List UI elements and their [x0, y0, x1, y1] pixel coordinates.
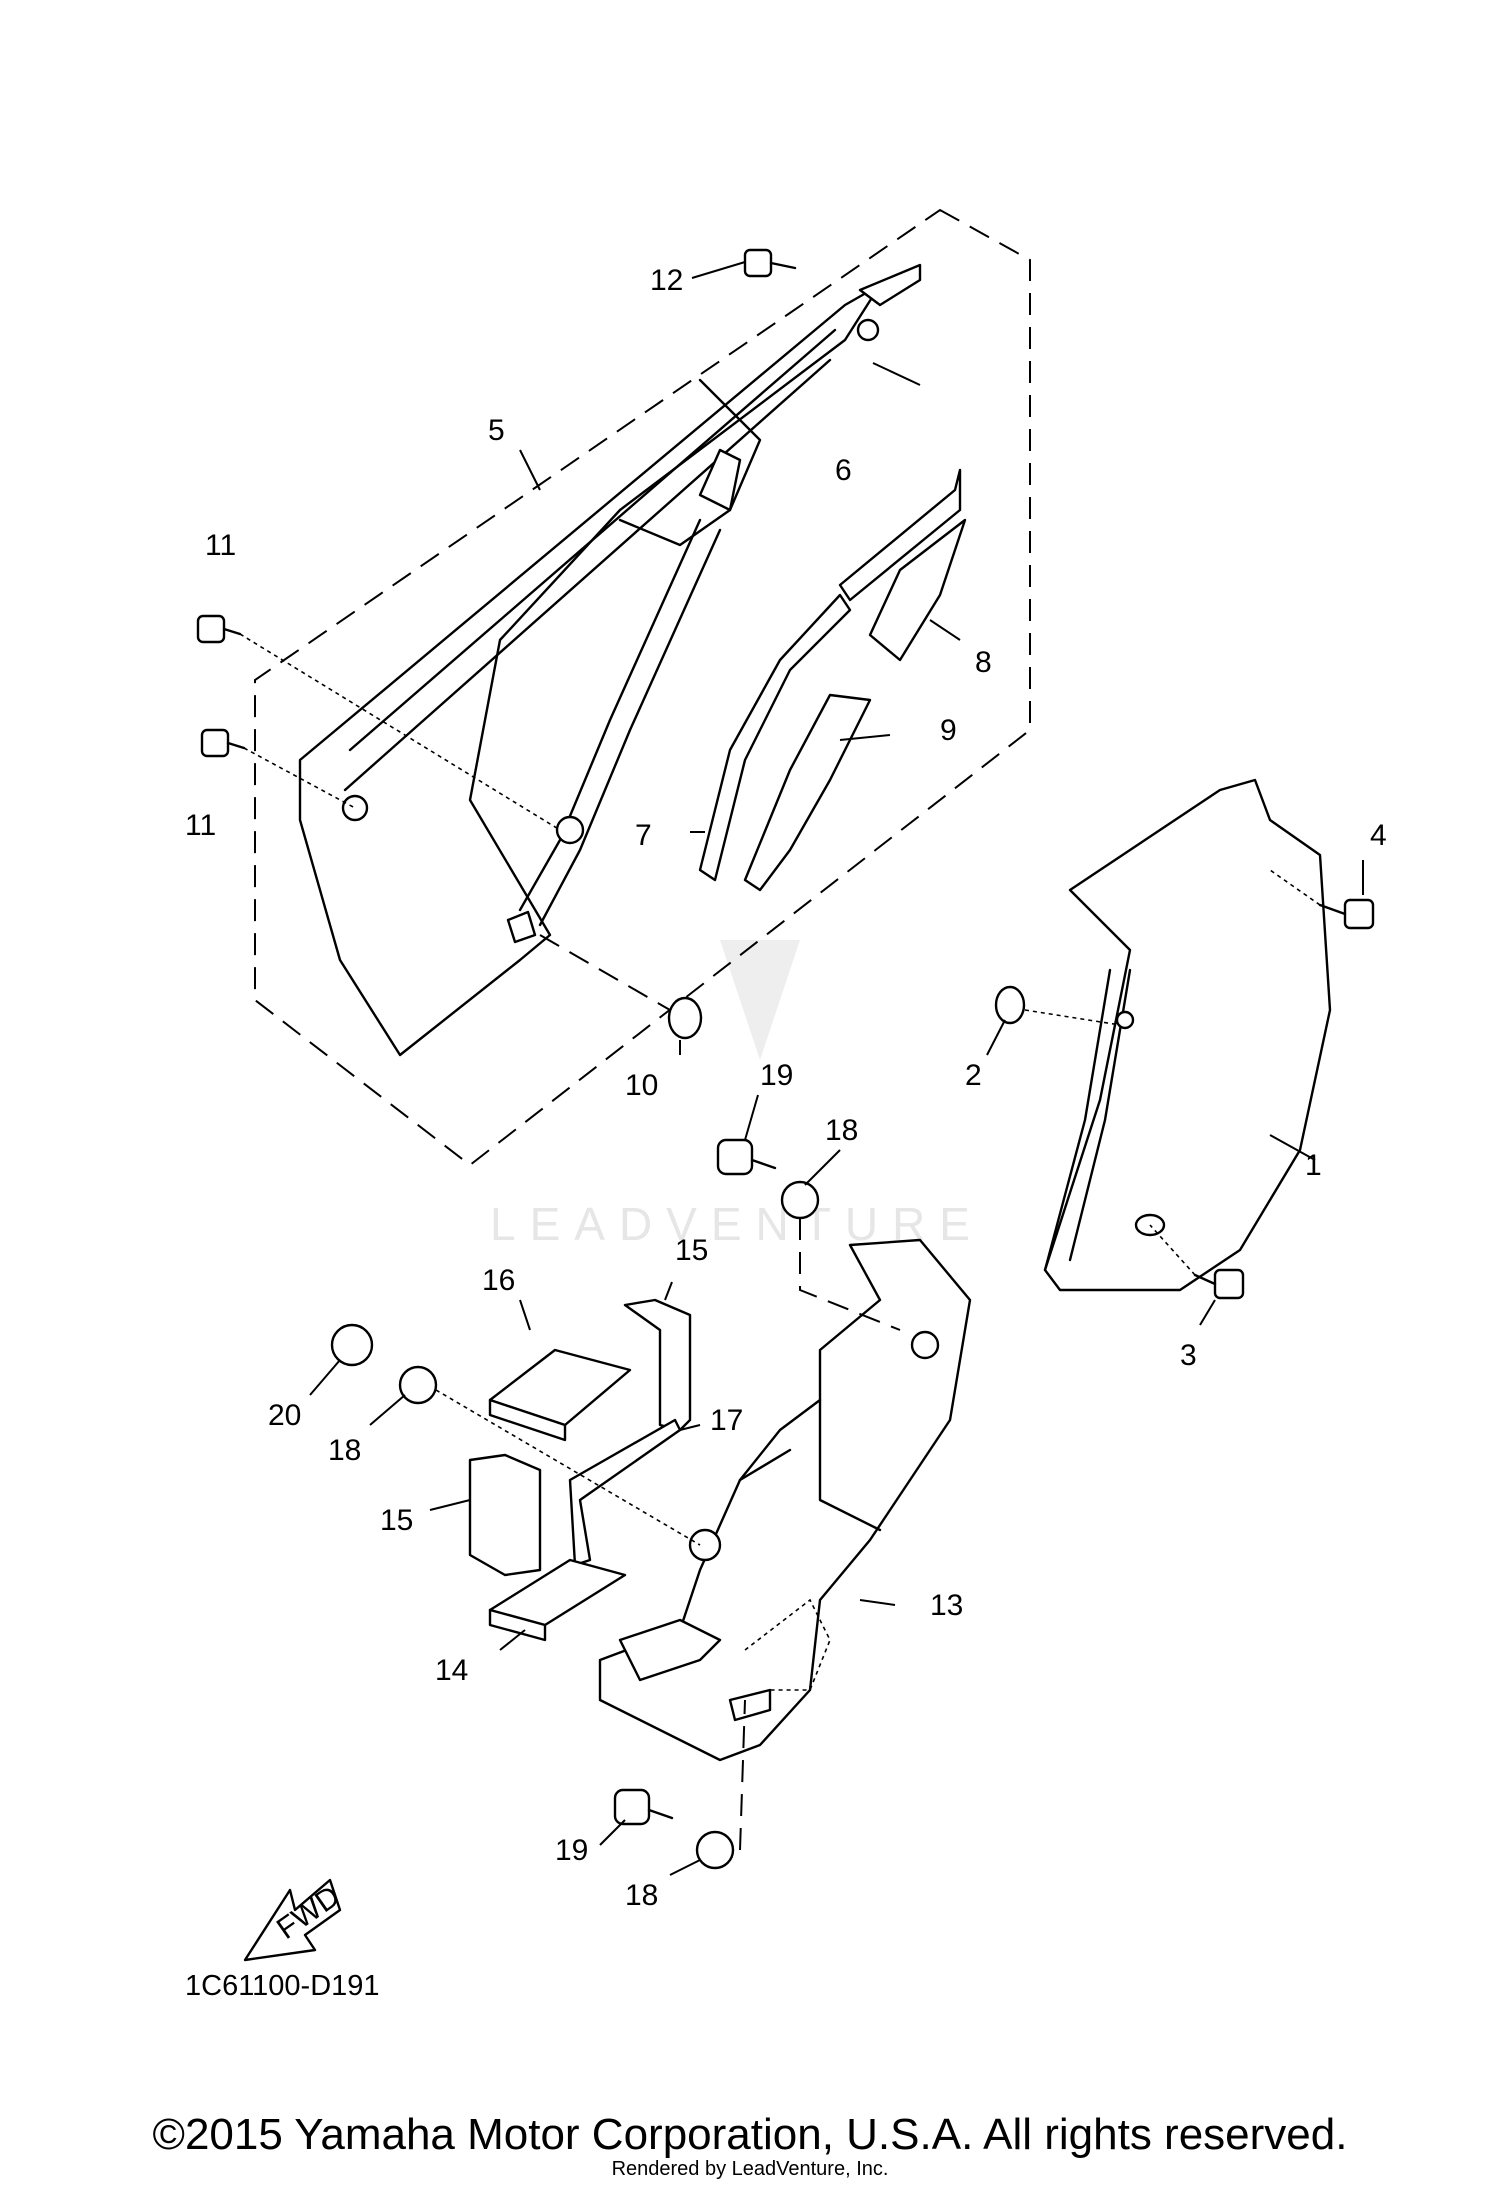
leadventure-watermark: LEADVENTURE [490, 940, 970, 1250]
callout-9: 9 [940, 714, 957, 747]
callout-4: 4 [1370, 819, 1387, 852]
callout-15-lower: 15 [380, 1504, 413, 1537]
callout-2: 2 [965, 1059, 982, 1092]
pad-14 [488, 1558, 627, 1642]
grommet-18-upper [780, 1180, 820, 1220]
emblem-8 [868, 518, 967, 662]
callout-11-lower: 11 [185, 809, 216, 842]
callout-10: 10 [625, 1069, 658, 1102]
callout-15-upper: 15 [675, 1234, 708, 1267]
callout-12: 12 [650, 264, 683, 297]
nut-20 [330, 1323, 374, 1367]
assembly-lines [239, 633, 1321, 1851]
callout-20: 20 [268, 1399, 301, 1432]
bolt-11-lower [200, 728, 246, 758]
grommet-18-lower [695, 1830, 735, 1870]
callout-18-upper: 18 [825, 1114, 858, 1147]
callout-17: 17 [710, 1404, 743, 1437]
battery-box [598, 1238, 972, 1762]
callout-1: 1 [1305, 1149, 1322, 1182]
callout-5: 5 [488, 414, 505, 447]
bolt-3 [1193, 1268, 1245, 1300]
callout-13: 13 [930, 1589, 963, 1622]
collar-10 [667, 996, 703, 1040]
fwd-arrow-icon: FWD [243, 1878, 346, 1962]
fwd-label: FWD [271, 1880, 346, 1946]
callout-19-upper: 19 [760, 1059, 793, 1092]
side-cover-upper [298, 263, 922, 1057]
side-cover-right [1043, 778, 1332, 1292]
callout-19-lower: 19 [555, 1834, 588, 1867]
bolt-19-lower [613, 1788, 674, 1826]
leader-lines [309, 261, 1364, 1876]
callout-18-lower: 18 [625, 1879, 658, 1912]
assembly-outline [254, 208, 1031, 1167]
pad-17 [568, 1418, 682, 1567]
copyright-notice: ©2015 Yamaha Motor Corporation, U.S.A. A… [152, 2110, 1348, 2159]
callouts: 1 2 3 4 5 6 7 8 9 10 11 11 12 13 14 15 1… [185, 264, 1387, 1912]
bolt-19-upper [716, 1138, 777, 1176]
callout-18-left: 18 [328, 1434, 361, 1467]
trim-6 [838, 468, 962, 602]
bolt-12 [743, 248, 797, 278]
callout-6: 6 [835, 454, 852, 487]
bolt-4 [1318, 898, 1375, 930]
collar-2 [994, 985, 1026, 1025]
callout-11-upper: 11 [205, 529, 236, 562]
callout-3: 3 [1180, 1339, 1197, 1372]
bolt-11-upper [196, 614, 242, 644]
pad-15-lower [468, 1453, 542, 1577]
diagram-code: 1C61100-D191 [185, 1970, 380, 2002]
pad-15-upper [623, 1298, 692, 1432]
callout-16: 16 [482, 1264, 515, 1297]
trim-7 [698, 593, 852, 882]
emblem-9 [743, 693, 872, 892]
grommet-18-left [398, 1365, 438, 1405]
callout-8: 8 [975, 646, 992, 679]
pad-16 [488, 1348, 632, 1442]
callout-7: 7 [635, 819, 652, 852]
callout-14: 14 [435, 1654, 468, 1687]
rendered-by-credit: Rendered by LeadVenture, Inc. [611, 2158, 889, 2180]
